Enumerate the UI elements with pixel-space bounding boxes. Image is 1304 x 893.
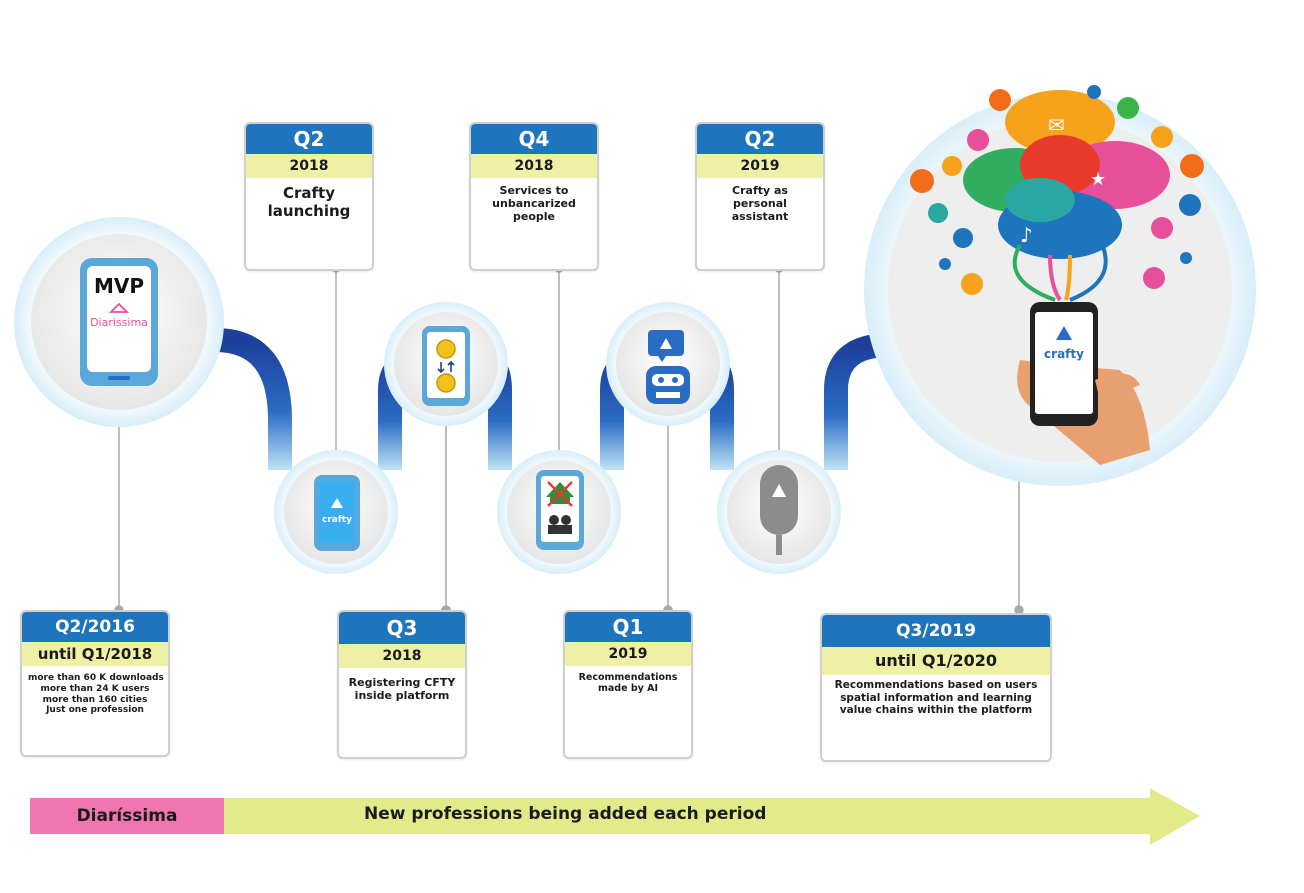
user-icon [910,169,934,193]
photo-icon [1143,267,1165,289]
diarissima-label: Diaríssima [76,806,178,826]
podcast-icon [1179,194,1201,216]
gear-icon [1087,85,1101,99]
card-q2-2016: Q2/2016 until Q1/2018 more than 60 K dow… [20,610,170,757]
card-text: Registering CFTY [348,676,456,689]
card-text: Recommendations [578,672,678,683]
svg-text:crafty: crafty [322,515,352,525]
card-text: assistant [731,210,789,224]
diarissima-bar: Diaríssima [30,798,224,834]
card-quarter: Q2 [246,124,372,154]
exchange-arrows-icon [437,360,455,374]
orbit-icons [910,85,1204,295]
gear-icon [1180,252,1192,264]
card-quarter: Q1 [565,612,691,642]
card-q2-2019: Q2 2019 Crafty as personal assistant [695,122,825,271]
bank-icon [546,482,574,497]
eye-icon [961,273,983,295]
crafty-phone-node: crafty [274,450,398,574]
card-text: launching [267,202,351,220]
envelope-icon: ✉ [1048,113,1065,137]
card-text: more than 24 K users [40,683,150,694]
card-text: Crafty [282,184,335,202]
card-year: 2018 [339,644,465,668]
mvp-node: MVP Diarissima [14,217,224,427]
card-text: people [513,210,555,224]
card-text: made by AI [597,683,659,695]
ai-robot-node [606,302,730,426]
card-text: more than 160 cities [42,694,148,705]
coin-exchange-node [384,302,508,426]
card-text: Recommendations based on users [834,679,1038,691]
card-text: unbancarized [492,197,576,211]
card-year: 2018 [471,154,597,178]
location-icon [928,203,948,223]
house-icon [108,302,130,313]
link-icon [953,228,973,248]
professions-arrow-label: New professions being added each period [364,804,767,824]
lock-icon [942,156,962,176]
screen-icon [989,89,1011,111]
card-year: 2019 [697,154,823,178]
progress-arrow [224,788,1200,845]
no-bank-icon [547,481,573,507]
card-quarter: Q2 [697,124,823,154]
music-icon: ♪ [1020,223,1033,247]
card-quarter: Q4 [471,124,597,154]
services-node [497,450,621,574]
star-icon: ★ [1090,169,1106,190]
card-text: Just one profession [46,705,144,716]
card-year: 2019 [565,642,691,666]
upload-icon [1117,97,1139,119]
card-q2-2018: Q2 2018 Crafty launching [244,122,374,271]
settings-icon [1151,217,1173,239]
mvp-title: MVP [94,274,144,298]
card-year: until Q1/2018 [22,642,168,666]
card-text: value chains within the platform [839,704,1033,717]
coin-icon [436,373,456,393]
crafty-logo-icon [331,498,343,508]
card-year: until Q1/2020 [822,647,1050,675]
crafty-brand-label: crafty [1044,347,1084,361]
voice-assistant-node [717,450,841,574]
zoom-icon [1151,126,1173,148]
card-text: spatial information and learning [840,691,1032,704]
gamepad-icon [967,129,989,151]
crafty-future-node: ✉ ★ ♪ [864,85,1256,486]
headphones-icon [1180,154,1204,178]
card-quarter: Q2/2016 [22,612,168,642]
card-q3-2019: Q3/2019 until Q1/2020 Recommendations ba… [820,613,1052,762]
card-text: Services to [499,184,569,197]
card-year: 2018 [246,154,372,178]
card-q3-2018: Q3 2018 Registering CFTY inside platform [337,610,467,759]
card-text: Crafty as [732,184,788,197]
card-text: inside platform [354,689,450,703]
microphone-icon [760,465,798,535]
card-q1-2019: Q1 2019 Recommendations made by AI [563,610,693,759]
gear-icon [939,258,951,270]
card-text: personal [733,197,787,211]
card-quarter: Q3/2019 [822,615,1050,647]
coin-icon [436,339,456,359]
card-q4-2018: Q4 2018 Services to unbancarized people [469,122,599,271]
card-quarter: Q3 [339,612,465,644]
card-text: more than 60 K downloads [28,673,164,683]
mvp-brand: Diarissima [90,316,148,329]
cloud-icons: ✉ ★ ♪ [963,90,1170,259]
people-icon [549,515,559,525]
